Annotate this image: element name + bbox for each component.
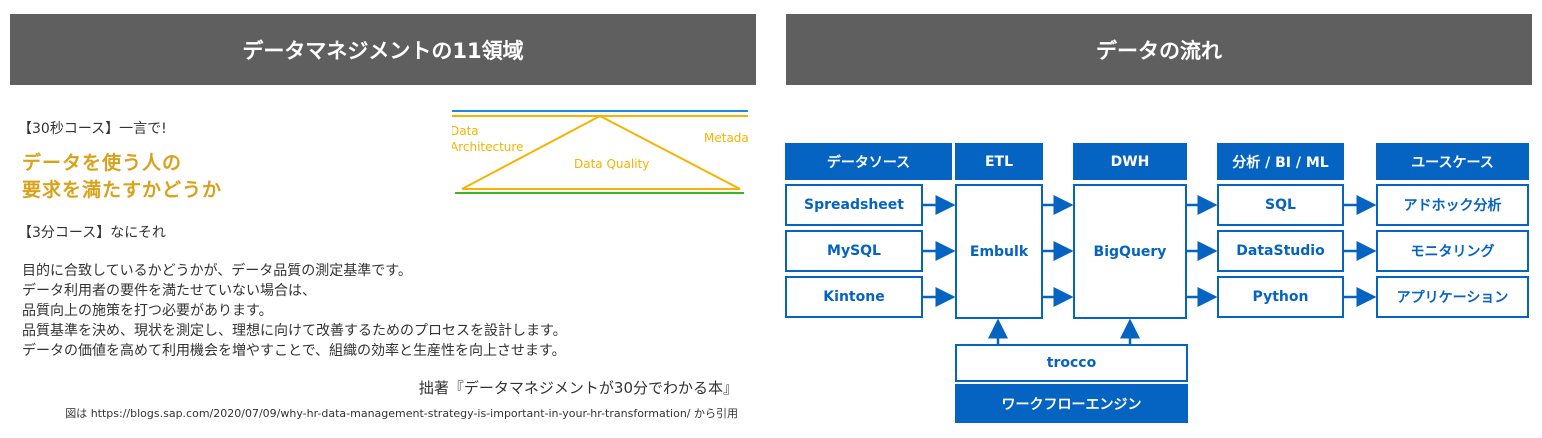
analytics-box: SQL: [1217, 184, 1344, 226]
summary-line-2: 要求を満たすかどうか: [22, 179, 223, 201]
analytics-box: Python: [1217, 276, 1344, 318]
body-line: データの価値を高めて利用機会を増やすことで、組織の効率と生産性を向上させます。: [22, 343, 566, 359]
figure-label-architecture: Data Architecture: [452, 124, 524, 154]
analytics-box: DataStudio: [1217, 230, 1344, 272]
body-line: データ利用者の要件を満たせていない場合は、: [22, 283, 316, 299]
figure-suffix: から引用: [694, 407, 738, 420]
column-header-analytics: 分析 / BI / ML: [1217, 143, 1344, 180]
figure-label-metadata: Metada: [704, 131, 748, 145]
column-header-etl: ETL: [955, 143, 1043, 180]
citation: 拙著『データマネジメントが30分でわかる本』: [418, 379, 738, 397]
figure-label-quality: Data Quality: [574, 157, 650, 171]
figure-source-link[interactable]: https://blogs.sap.com/2020/07/09/why-hr-…: [90, 407, 691, 420]
right-panel-title: データの流れ: [786, 14, 1532, 85]
body-text: 目的に合致しているかどうかが、データ品質の測定基準です。 データ利用者の要件を満…: [22, 261, 567, 361]
course3-label: 【3分コース】なにそれ: [18, 225, 166, 241]
figure-credit: 図は https://blogs.sap.com/2020/07/09/why-…: [65, 405, 738, 421]
source-box: MySQL: [785, 230, 923, 272]
usecase-box: モニタリング: [1376, 230, 1529, 272]
dama-wheel-figure: Data Architecture Data Quality Metada: [452, 105, 748, 197]
source-box: Kintone: [785, 276, 923, 318]
source-box: Spreadsheet: [785, 184, 923, 226]
usecase-box: アプリケーション: [1376, 276, 1529, 318]
summary-line-1: データを使う人の: [22, 152, 183, 174]
column-header-usecases: ユースケース: [1376, 143, 1529, 180]
workflow-tool-box: trocco: [955, 344, 1188, 382]
column-header-sources: データソース: [785, 143, 952, 180]
body-line: 目的に合致しているかどうかが、データ品質の測定基準です。: [22, 263, 412, 279]
left-panel-title: データマネジメントの11領域: [10, 14, 756, 85]
etl-box: Embulk: [955, 184, 1043, 319]
body-line: 品質向上の施策を打つ必要があります。: [22, 303, 273, 319]
usecase-box: アドホック分析: [1376, 184, 1529, 226]
body-line: 品質基準を決め、現状を測定し、理想に向けて改善するためのプロセスを設計します。: [22, 323, 567, 339]
course30-label: 【30秒コース】一言で!: [18, 121, 167, 137]
column-header-dwh: DWH: [1073, 143, 1187, 180]
dwh-box: BigQuery: [1073, 184, 1187, 319]
triangle-figure: [452, 110, 748, 194]
workflow-engine-label: ワークフローエンジン: [955, 384, 1188, 423]
figure-prefix: 図は: [65, 407, 88, 420]
